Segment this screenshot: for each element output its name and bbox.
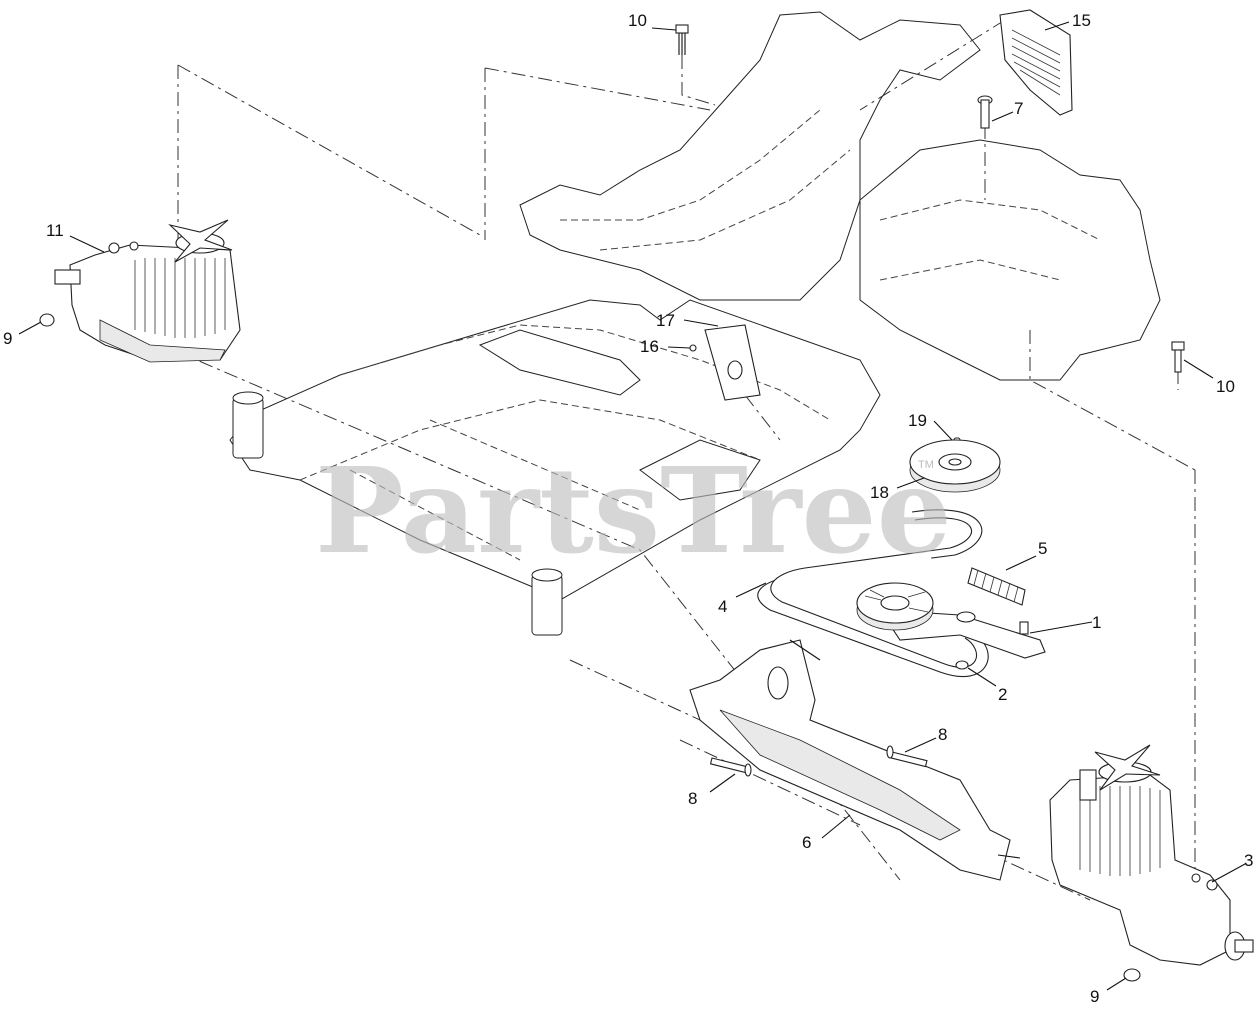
callout-numbers: 1 2 3 4 5 6 7 8 8 9 9 10 10 11 15 16 17 … — [3, 11, 1253, 1006]
watermark-text: PartsTree — [315, 441, 952, 580]
callout-16: 16 — [640, 337, 659, 356]
callout-9-left: 9 — [3, 329, 12, 348]
part-17-plate — [704, 324, 761, 401]
frame-tube-front — [531, 568, 563, 636]
callout-11: 11 — [46, 221, 64, 240]
part-9-nut-right — [1123, 968, 1141, 982]
callout-4: 4 — [718, 597, 727, 616]
callout-5: 5 — [1038, 539, 1047, 558]
part-8-pin-lower — [709, 757, 752, 777]
frame-tube-rear — [232, 391, 264, 459]
part-11-transmission-left — [54, 219, 241, 363]
part-9-nut-left — [39, 313, 55, 327]
callout-leaders — [18, 21, 1246, 991]
part-10-bolt-right — [1171, 341, 1185, 373]
part-16-screw — [689, 344, 697, 352]
callout-1: 1 — [1092, 613, 1101, 632]
callout-19: 19 — [908, 411, 927, 430]
callout-2: 2 — [998, 685, 1007, 704]
callout-9-right: 9 — [1090, 987, 1099, 1006]
callout-18: 18 — [870, 483, 889, 502]
part-2-nut — [955, 660, 969, 670]
part-10-bolt-top — [675, 24, 689, 55]
part-5-spring — [967, 567, 1026, 606]
callout-8-upper: 8 — [938, 725, 947, 744]
part-3-transmission-right — [1049, 744, 1254, 966]
watermark-trademark: TM — [918, 459, 934, 471]
callout-3: 3 — [1244, 851, 1253, 870]
part-18-pulley — [909, 439, 1001, 493]
callout-8-lower: 8 — [688, 789, 697, 808]
part-1-idler-arm — [856, 582, 1046, 659]
part-6-bracket — [689, 639, 1021, 881]
callout-15: 15 — [1072, 11, 1091, 30]
callout-10-top: 10 — [628, 11, 647, 30]
part-8-pin-upper — [886, 745, 928, 768]
callout-17: 17 — [656, 311, 675, 330]
part-15-guard — [999, 9, 1073, 116]
callout-6: 6 — [802, 833, 811, 852]
callout-10-right: 10 — [1216, 377, 1235, 396]
callout-7: 7 — [1014, 99, 1023, 118]
part-7-pin — [977, 95, 993, 129]
